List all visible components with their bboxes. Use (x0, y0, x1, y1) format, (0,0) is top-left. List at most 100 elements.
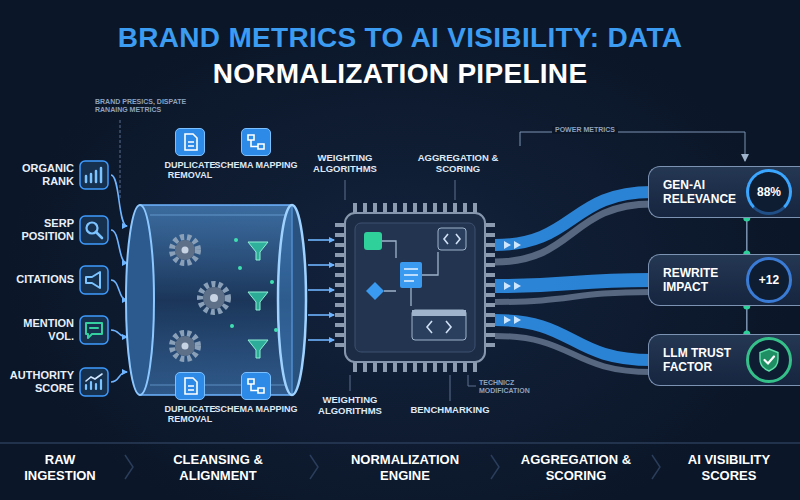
connector-line (746, 306, 748, 334)
stage-label: RAW INGESTION (10, 452, 110, 483)
note-label: BRAND PRESICS, DISPATE RANAING METRICS (95, 98, 191, 115)
stage-label: NORMALIZATION ENGINE (330, 452, 480, 483)
data-dots (230, 324, 234, 328)
part-label: AGGREGATION & SCORING (408, 152, 508, 175)
stream-band (495, 192, 652, 372)
score-badge: 88% (746, 169, 792, 215)
data-dots (274, 328, 278, 332)
input-arrows (111, 175, 127, 226)
icon-tile (175, 372, 205, 400)
gear-symbol (182, 343, 189, 350)
flow-chevron (504, 316, 511, 324)
icon-tile (241, 372, 271, 400)
score-label: LLM TRUST FACTOR (663, 346, 746, 375)
engine-chip (335, 203, 495, 372)
input-arrows (111, 230, 127, 263)
input-arrows (111, 372, 127, 382)
input-icons (86, 272, 100, 288)
gear-symbol (175, 240, 195, 260)
score-box: LLM TRUST FACTOR (648, 334, 800, 386)
input-icons (80, 316, 108, 344)
shield-icon (757, 347, 781, 373)
engine-chip (427, 321, 451, 333)
leader-line (120, 120, 121, 200)
stage-divider (652, 455, 660, 479)
engine-chip (412, 310, 466, 316)
engine-chip (352, 203, 478, 213)
flow-chevron (514, 316, 521, 324)
engine-chip (404, 269, 418, 281)
gear-symbol (210, 294, 218, 302)
score-box: REWRITE IMPACT +12 (648, 254, 800, 306)
leader-line (345, 180, 346, 200)
engine-chip (366, 282, 384, 300)
gear-symbol (182, 247, 189, 254)
score-label: GEN-AI RELEVANCE (663, 178, 746, 207)
cleansing-cylinder (278, 205, 306, 395)
gear-symbol (172, 237, 228, 359)
input-icons (80, 266, 108, 294)
stream-band (495, 292, 652, 302)
stream-band (495, 336, 652, 372)
cleansing-cylinder (126, 205, 154, 395)
gear-symbol (172, 237, 198, 263)
score-value: +12 (759, 273, 779, 287)
input-arrows (111, 330, 127, 337)
data-dots (230, 238, 278, 332)
input-icons (80, 216, 108, 244)
input-metric: CITATIONS (2, 273, 74, 286)
input-metric: MENTION VOL. (2, 317, 74, 343)
leader-line (455, 180, 456, 200)
node-label: SCHEMA MAPPING (214, 404, 298, 414)
input-arrows (111, 280, 127, 300)
input-icons (80, 161, 108, 189)
cleansing-cylinder (150, 215, 285, 385)
note-label: TECHNICZ MODIFICATION (479, 379, 543, 396)
gear-symbol (200, 284, 228, 312)
stage-label: AGGREGATION & SCORING (506, 452, 646, 483)
input-icons (86, 380, 101, 389)
score-label: REWRITE IMPACT (663, 266, 746, 295)
input-icons (80, 161, 108, 396)
node-label: CITATIONS (2, 273, 74, 286)
gear-symbol (172, 333, 198, 359)
input-metric: ORGANIC RANK (2, 162, 74, 188)
input-arrows (111, 175, 127, 382)
engine-chip (335, 222, 345, 350)
input-icons (80, 216, 108, 244)
node-label: SCHEMA MAPPING (214, 160, 298, 170)
tile-glyph (248, 135, 264, 149)
engine-chip (400, 262, 422, 288)
flow-arrows (308, 314, 334, 316)
diagram-title: BRAND METRICS TO AI VISIBILITY: DATA NOR… (90, 20, 710, 93)
engine-chip (438, 228, 466, 250)
score-value: 88% (757, 185, 781, 199)
process-tile: SCHEMA MAPPING (214, 128, 298, 170)
engine-chip (352, 362, 478, 372)
stage-divider (310, 455, 318, 479)
engine-chip (412, 310, 466, 340)
leader-line (468, 375, 476, 386)
flow-chevron (514, 241, 521, 249)
tile-glyph (188, 142, 194, 146)
input-icons (80, 368, 108, 396)
process-tile: DUPLICATE REMOVAL (148, 372, 232, 425)
input-icons (90, 327, 98, 329)
icon-tile (241, 128, 271, 156)
node-label: GEN-AI RELEVANCE (663, 178, 746, 207)
stage-label: AI VISIBILITY SCORES (665, 452, 793, 483)
process-tile: DUPLICATE REMOVAL (148, 128, 232, 181)
leader-line (350, 375, 351, 391)
tile-glyph (188, 386, 194, 390)
note-label: POWER METRICS (552, 126, 618, 134)
stage-divider (491, 455, 499, 479)
filter-funnel (248, 242, 268, 260)
flow-arrows (308, 264, 334, 266)
score-badge: +12 (746, 257, 792, 303)
gear-symbol (172, 237, 198, 263)
flow-arrows (308, 239, 334, 241)
stage-divider (0, 442, 800, 444)
stream-band (495, 192, 652, 245)
cleansing-cylinder (140, 205, 292, 395)
